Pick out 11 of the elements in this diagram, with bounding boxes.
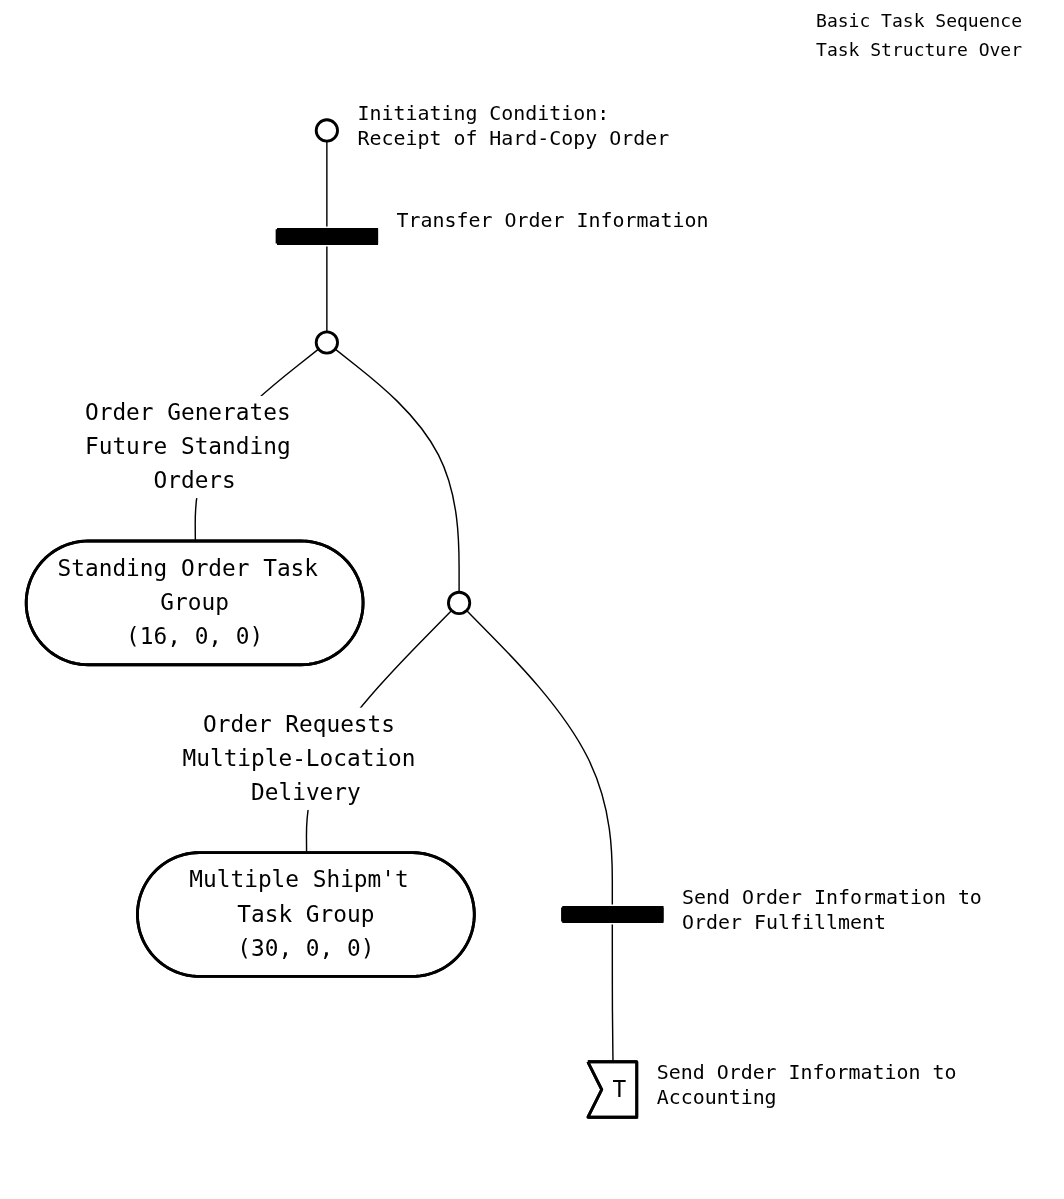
edge-label: Order Generates Future Standing Orders: [84, 398, 291, 495]
connector: [465, 609, 613, 906]
node-circle: [314, 118, 339, 143]
edge-label: Order Requests Multiple-Location Delivery: [182, 710, 416, 806]
note-text: Basic Task Sequence: [816, 10, 1022, 31]
node-circle: [314, 330, 339, 355]
note-text: Task Structure Over: [816, 39, 1022, 60]
connector: [326, 140, 328, 228]
node-circle: [447, 590, 472, 615]
connector: [326, 245, 328, 333]
connector: [334, 348, 460, 593]
